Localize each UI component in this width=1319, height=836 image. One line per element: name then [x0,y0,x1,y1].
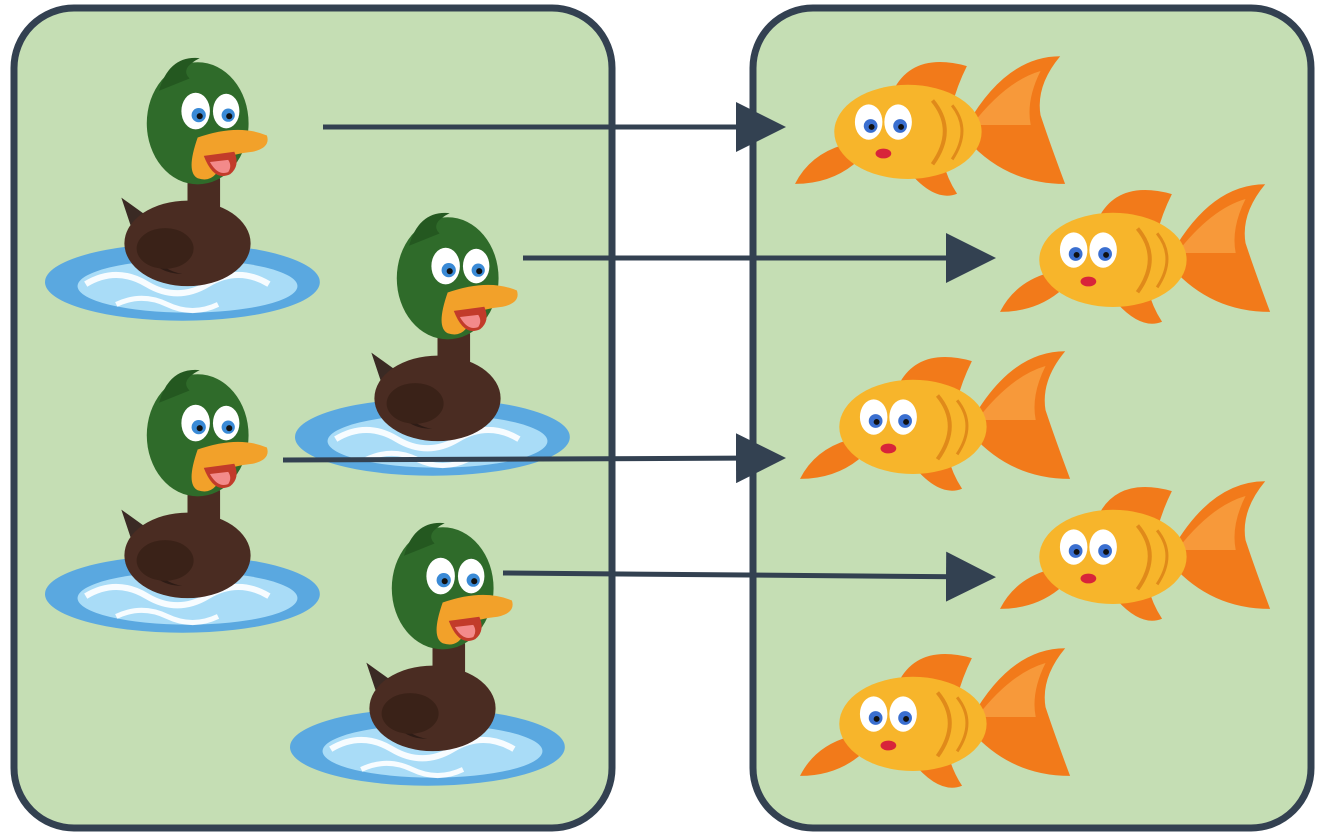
mapping-arrow [502,551,996,602]
mapping-arrow [282,433,786,484]
